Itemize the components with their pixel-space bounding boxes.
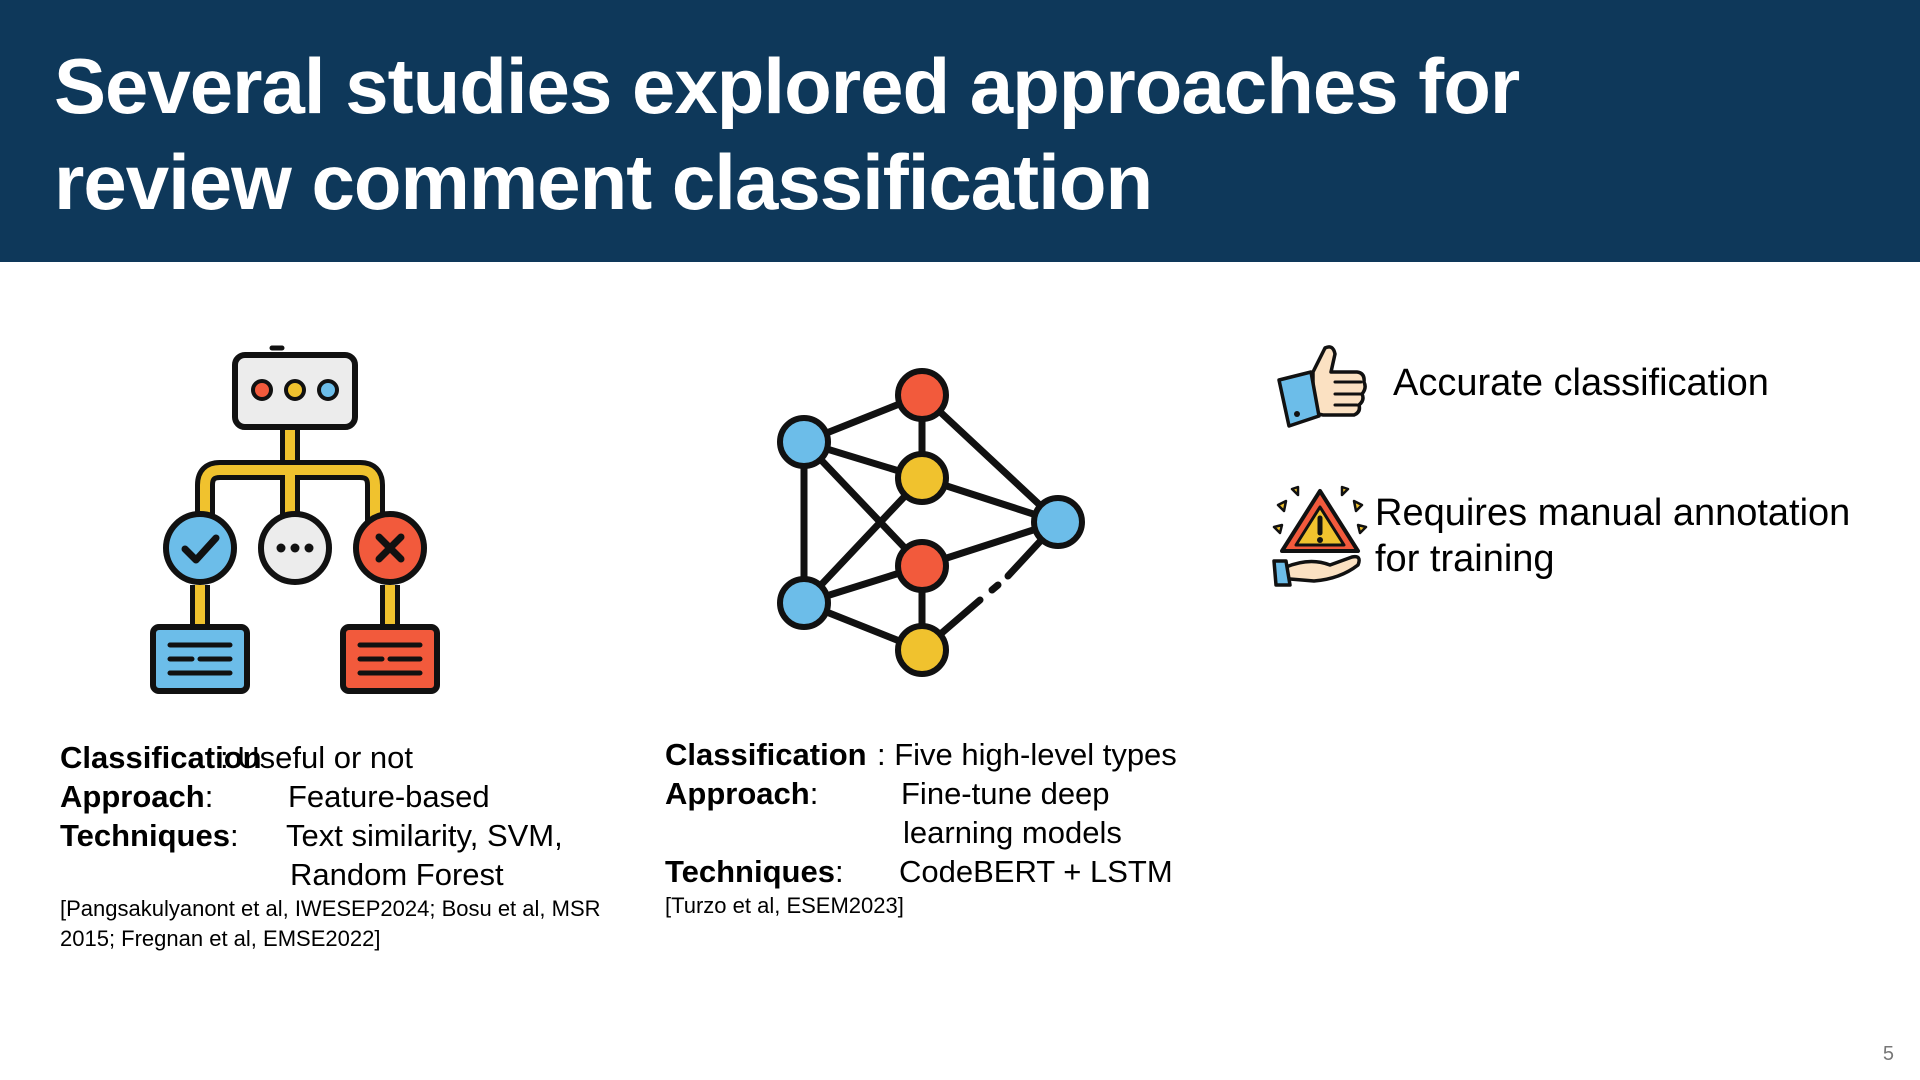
- neural-network-icon: [770, 360, 1100, 690]
- right-approach-label: Approach:: [665, 776, 819, 811]
- right-approach-row-2: learning models: [665, 813, 1225, 852]
- page-number: 5: [1882, 1043, 1894, 1065]
- right-classification-label: Classification: [665, 737, 867, 772]
- con-text-line-2: for training: [1375, 538, 1555, 580]
- left-techniques-label: Techniques:: [60, 818, 239, 853]
- right-approach-row: Approach: Fine-tune deep: [665, 774, 1225, 813]
- left-citation-line-2: 2015; Fregnan et al, EMSE2022]: [60, 926, 381, 951]
- left-classification-label: Classification: [60, 740, 262, 775]
- left-classification-value: : Useful or not: [220, 740, 413, 775]
- left-study-details: Classification : Useful or not Approach:…: [60, 738, 670, 954]
- left-citation: [Pangsakulyanont et al, IWESEP2024; Bosu…: [60, 894, 670, 954]
- left-techniques-value: Text similarity, SVM,: [286, 818, 563, 853]
- con-text-line-1: Requires manual annotation: [1375, 492, 1851, 534]
- left-techniques-row-2: Random Forest: [60, 855, 670, 894]
- right-techniques-value: CodeBERT + LSTM: [899, 854, 1173, 889]
- left-techniques-value-2: Random Forest: [290, 857, 504, 892]
- pro-text: Accurate classification: [1393, 362, 1769, 404]
- right-approach-value: Fine-tune deep: [901, 776, 1110, 811]
- left-approach-value: Feature-based: [288, 779, 490, 814]
- slide-title: Several studies explored approaches for …: [54, 42, 1520, 226]
- con-text: Requires manual annotation for training: [1375, 490, 1850, 582]
- right-classification-value: : Five high-level types: [877, 737, 1177, 772]
- warning-hand-icon: [1270, 485, 1370, 590]
- left-techniques-row: Techniques: Text similarity, SVM,: [60, 816, 670, 855]
- left-classification-row: Classification : Useful or not: [60, 738, 670, 777]
- title-banner: Several studies explored approaches for …: [0, 0, 1920, 262]
- left-approach-row: Approach: Feature-based: [60, 777, 670, 816]
- right-approach-value-2: learning models: [903, 815, 1122, 850]
- right-techniques-label: Techniques:: [665, 854, 844, 889]
- decision-tree-icon: [150, 345, 450, 695]
- left-citation-line-1: [Pangsakulyanont et al, IWESEP2024; Bosu…: [60, 896, 601, 921]
- thumbs-up-icon: [1275, 342, 1370, 432]
- right-study-details: Classification : Five high-level types A…: [665, 735, 1225, 921]
- right-citation: [Turzo et al, ESEM2023]: [665, 893, 904, 918]
- right-techniques-row: Techniques: CodeBERT + LSTM: [665, 852, 1225, 891]
- left-approach-label: Approach:: [60, 779, 214, 814]
- right-classification-row: Classification : Five high-level types: [665, 735, 1225, 774]
